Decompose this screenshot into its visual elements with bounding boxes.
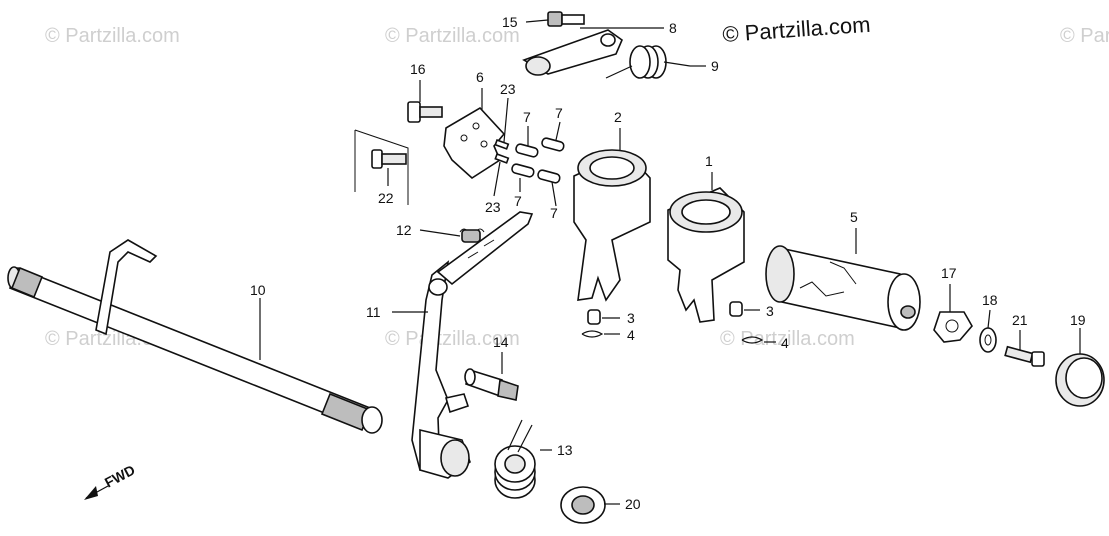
callout-16: 16 xyxy=(410,61,426,77)
part-21-bolt xyxy=(1004,345,1045,367)
callout-5: 5 xyxy=(850,209,858,225)
watermark-top-left: © Partzilla.com xyxy=(45,25,180,47)
callout-22: 22 xyxy=(378,190,394,206)
callout-4-right: 4 xyxy=(781,335,789,351)
watermark-top-right: © Partzilla.com xyxy=(1060,25,1109,47)
part-11-shift-arm xyxy=(411,211,534,479)
part-7-pins xyxy=(511,137,565,184)
callout-7-d: 7 xyxy=(550,205,558,221)
callout-23-top: 23 xyxy=(500,81,516,97)
callout-3-right: 3 xyxy=(766,303,774,319)
watermark-mid-center: © Partzilla.com xyxy=(385,328,520,350)
watermark-top-center: © Partzilla.com xyxy=(385,25,520,47)
watermark-mid-right: © Partzilla.com xyxy=(720,328,855,350)
part-1-shift-fork xyxy=(667,187,745,323)
part-4-clip-right xyxy=(741,336,764,344)
callout-11: 11 xyxy=(366,304,381,320)
callout-21: 21 xyxy=(1012,312,1028,328)
callout-13: 13 xyxy=(557,442,573,458)
part-3-pin-right xyxy=(729,301,743,317)
part-13-return-spring xyxy=(494,419,536,499)
part-10-shift-shaft xyxy=(7,239,383,434)
part-15-bolt xyxy=(547,11,585,27)
part-22-bolt xyxy=(354,129,409,205)
part-19-cap xyxy=(1055,353,1105,407)
fwd-label: FWD xyxy=(102,462,138,491)
callout-9: 9 xyxy=(711,58,719,74)
callout-1: 1 xyxy=(705,153,713,169)
callout-7-c: 7 xyxy=(514,193,522,209)
callout-7-b: 7 xyxy=(555,105,563,121)
part-6-stopper-plate xyxy=(443,106,506,180)
callout-10: 10 xyxy=(250,282,266,298)
callout-14: 14 xyxy=(493,334,509,350)
part-18-washer xyxy=(979,327,997,353)
callout-6: 6 xyxy=(476,69,484,85)
part-8-stopper-arm xyxy=(522,29,623,76)
watermarks: © Partzilla.com © Partzilla.com © Partzi… xyxy=(45,25,1109,350)
part-2-shift-fork xyxy=(573,149,651,302)
part-3-pin-left xyxy=(587,309,601,325)
callout-3-left: 3 xyxy=(627,310,635,326)
part-16-bolt xyxy=(407,101,443,123)
copyright-text: © Partzilla.com xyxy=(722,12,872,47)
part-14-pin xyxy=(464,368,519,401)
callout-2: 2 xyxy=(614,109,622,125)
part-20-oil-seal xyxy=(560,486,606,524)
callout-20: 20 xyxy=(625,496,641,512)
part-12-spring xyxy=(459,228,485,243)
part-4-clip-left xyxy=(581,330,604,338)
callout-15: 15 xyxy=(502,14,518,30)
part-5-shift-drum xyxy=(765,245,921,331)
callout-8: 8 xyxy=(669,20,677,36)
part-9-spring xyxy=(605,45,691,79)
callout-4-left: 4 xyxy=(627,327,635,343)
part-17-plate xyxy=(933,311,973,343)
callout-23-bottom: 23 xyxy=(485,199,501,215)
part-23-pins xyxy=(494,139,510,164)
callout-numbers: 1 2 3 4 3 4 5 6 7 7 7 7 8 9 10 11 12 13 … xyxy=(250,14,1086,512)
fwd-arrow: FWD xyxy=(84,462,138,500)
callout-12: 12 xyxy=(396,222,412,238)
callout-18: 18 xyxy=(982,292,998,308)
callout-17: 17 xyxy=(941,265,957,281)
callout-19: 19 xyxy=(1070,312,1086,328)
callout-7-a: 7 xyxy=(523,109,531,125)
leader-lines xyxy=(259,19,1081,505)
